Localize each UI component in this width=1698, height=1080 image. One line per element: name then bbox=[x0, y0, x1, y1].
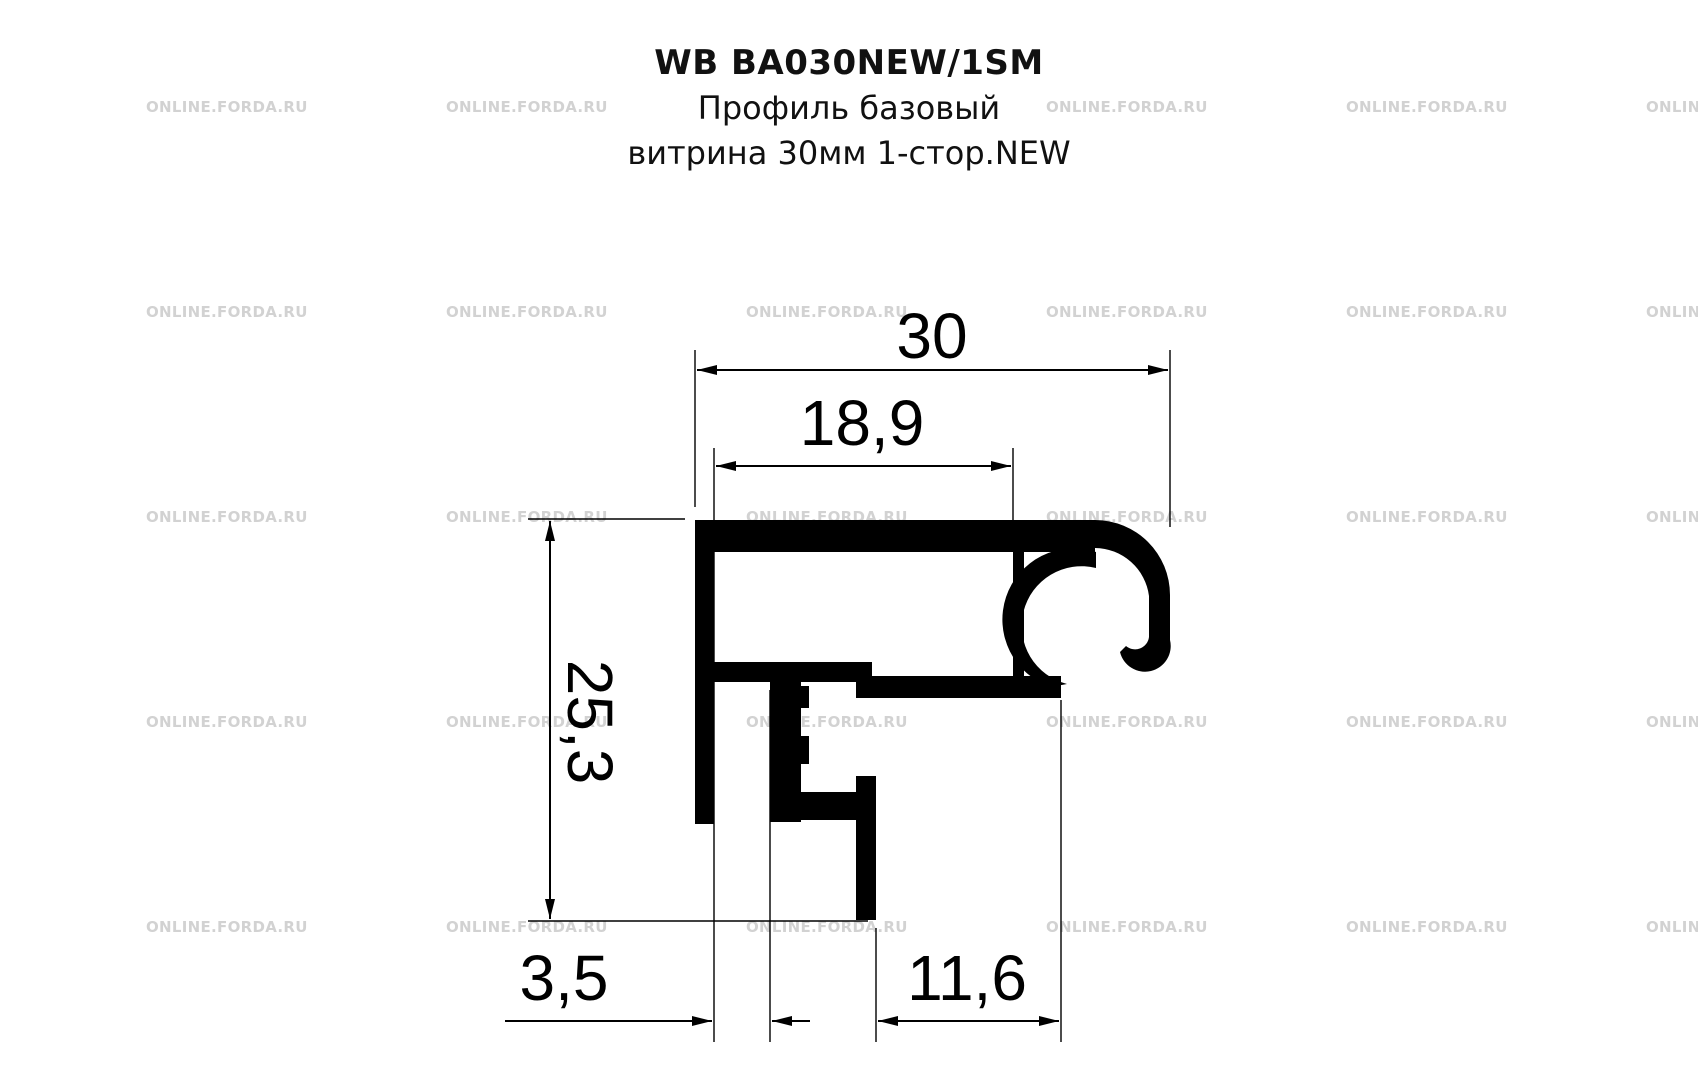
watermark: ONLINE.FORDA.RU bbox=[1646, 98, 1698, 116]
profile-channel-tab bbox=[801, 686, 809, 708]
watermark: ONLINE.FORDA.RU bbox=[446, 918, 608, 936]
profile-channel-tab bbox=[801, 736, 809, 764]
dimension-label-width-total: 30 bbox=[896, 300, 967, 372]
watermark: ONLINE.FORDA.RU bbox=[146, 918, 308, 936]
watermark: ONLINE.FORDA.RU bbox=[446, 98, 608, 116]
watermark: ONLINE.FORDA.RU bbox=[1346, 508, 1508, 526]
watermark: ONLINE.FORDA.RU bbox=[1646, 918, 1698, 936]
watermark: ONLINE.FORDA.RU bbox=[1346, 713, 1508, 731]
watermark: ONLINE.FORDA.RU bbox=[1346, 918, 1508, 936]
watermark: ONLINE.FORDA.RU bbox=[1646, 303, 1698, 321]
watermark: ONLINE.FORDA.RU bbox=[146, 98, 308, 116]
watermark: ONLINE.FORDA.RU bbox=[1046, 98, 1208, 116]
profile-flange-lip bbox=[856, 776, 876, 820]
product-description-line-2: витрина 30мм 1-стор.NEW bbox=[627, 134, 1071, 172]
watermark: ONLINE.FORDA.RU bbox=[746, 918, 908, 936]
watermark: ONLINE.FORDA.RU bbox=[446, 713, 608, 731]
watermark: ONLINE.FORDA.RU bbox=[746, 303, 908, 321]
profile-top-wall bbox=[695, 520, 1095, 552]
watermark: ONLINE.FORDA.RU bbox=[1046, 918, 1208, 936]
product-code: WB BA030NEW/1SM bbox=[654, 43, 1044, 83]
dimension-label-flange: 11,6 bbox=[907, 942, 1027, 1014]
dimension-label-width-inner: 18,9 bbox=[800, 387, 925, 459]
dimension-label-wall: 3,5 bbox=[520, 942, 609, 1014]
dimension-lines bbox=[505, 365, 1168, 1026]
dimension-label-height: 25,3 bbox=[554, 660, 626, 785]
profile-lower-shelf bbox=[856, 676, 1061, 698]
profile-left-wall bbox=[695, 520, 714, 824]
watermark: ONLINE.FORDA.RU bbox=[1646, 713, 1698, 731]
watermark: ONLINE.FORDA.RU bbox=[1346, 303, 1508, 321]
watermark: ONLINE.FORDA.RU bbox=[1046, 303, 1208, 321]
profile-cross-section bbox=[695, 520, 1171, 920]
watermark: ONLINE.FORDA.RU bbox=[1646, 508, 1698, 526]
title-block: WB BA030NEW/1SM Профиль базовый витрина … bbox=[0, 40, 1698, 175]
profile-hook bbox=[1095, 520, 1171, 672]
watermark: ONLINE.FORDA.RU bbox=[146, 303, 308, 321]
watermark: ONLINE.FORDA.RU bbox=[1346, 98, 1508, 116]
watermark: ONLINE.FORDA.RU bbox=[146, 508, 308, 526]
dimension-labels: 30 18,9 25,3 3,5 11,6 bbox=[520, 300, 1027, 1014]
watermark-grid: ONLINE.FORDA.RU ONLINE.FORDA.RU ONLINE.F… bbox=[146, 98, 1698, 936]
watermark: ONLINE.FORDA.RU bbox=[1046, 713, 1208, 731]
watermark: ONLINE.FORDA.RU bbox=[446, 303, 608, 321]
profile-inner-curve bbox=[1002, 548, 1096, 687]
profile-middle-shelf bbox=[714, 662, 872, 682]
product-description-line-1: Профиль базовый bbox=[697, 89, 1001, 127]
watermark: ONLINE.FORDA.RU bbox=[146, 713, 308, 731]
watermark: ONLINE.FORDA.RU bbox=[446, 508, 608, 526]
profile-right-leg bbox=[856, 820, 876, 920]
